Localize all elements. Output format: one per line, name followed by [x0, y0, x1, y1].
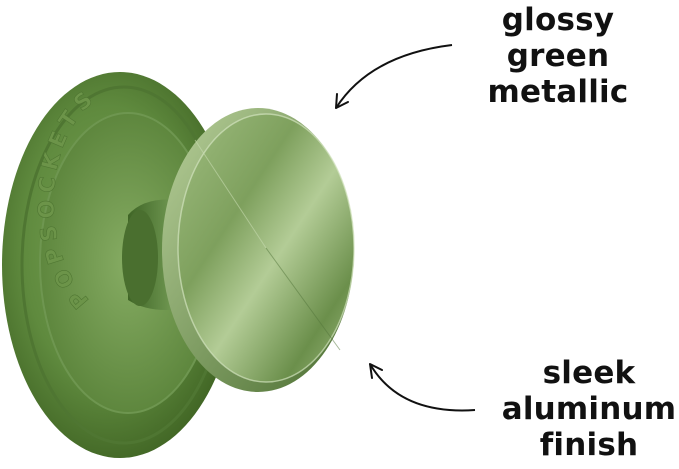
aluminum-cap — [162, 108, 355, 392]
callout-line: metallic — [487, 74, 629, 110]
curved-arrow-icon — [369, 363, 476, 412]
curved-arrow-icon — [335, 44, 453, 109]
callout-line: sleek — [542, 355, 636, 391]
callout-glossy-green-metallic: glossy green metallic — [478, 2, 638, 110]
callout-sleek-aluminum-finish: sleek aluminum finish — [500, 355, 678, 463]
callout-line: finish — [539, 427, 639, 463]
callout-line: green — [506, 38, 610, 74]
callout-line: aluminum — [501, 391, 677, 427]
callout-line: glossy — [501, 2, 615, 38]
